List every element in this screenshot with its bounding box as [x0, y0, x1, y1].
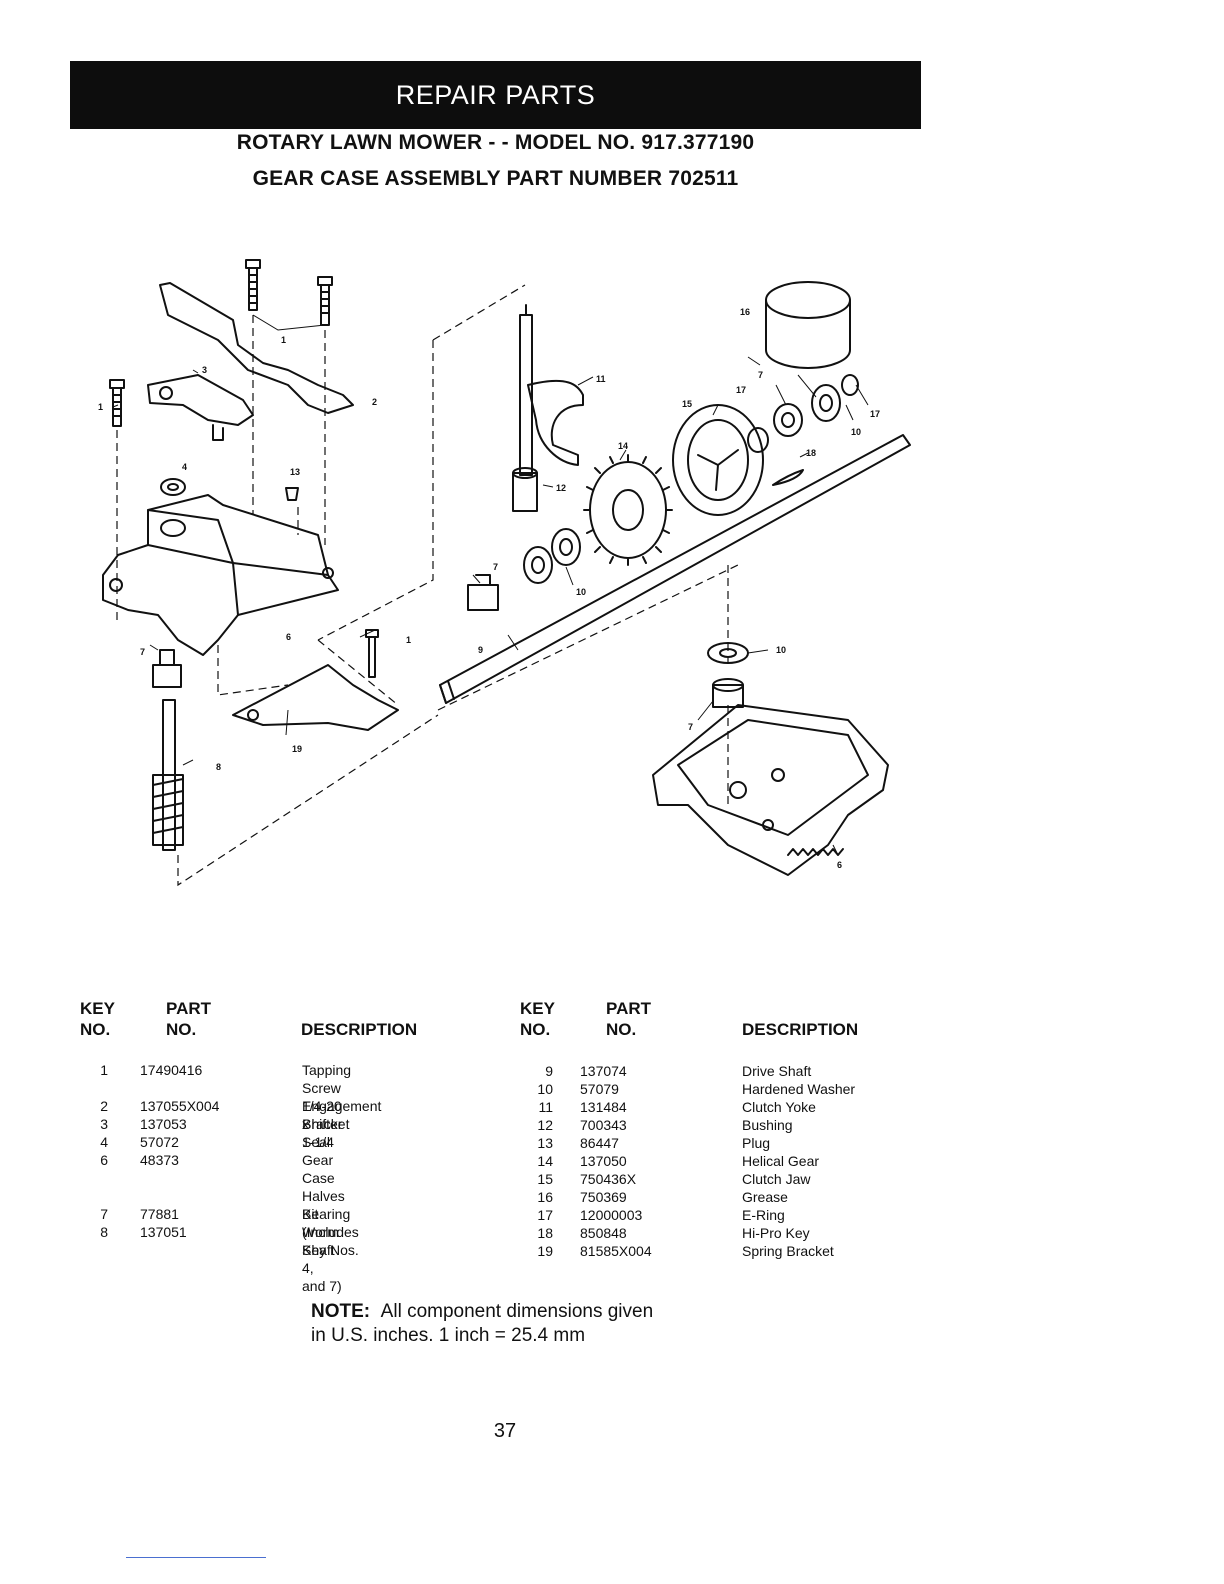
helical-gear — [583, 454, 673, 566]
bearing-left — [152, 649, 182, 688]
callout-6: 6 — [837, 860, 842, 870]
callout-19: 19 — [292, 744, 302, 754]
engagement-bracket — [159, 282, 354, 414]
part-no-header-left: PART NO. — [166, 999, 212, 1039]
callout-10: 10 — [576, 587, 586, 597]
spring-bracket — [232, 664, 399, 731]
callout-15: 15 — [682, 399, 692, 409]
tapping-screw-top-right — [317, 276, 333, 326]
part-no-header-right: PART NO. — [606, 999, 652, 1039]
callout-1: 1 — [406, 635, 411, 645]
callout-16: 16 — [740, 307, 750, 317]
footer-rule — [126, 1557, 266, 1558]
clutch-yoke — [519, 304, 533, 476]
bushing-part — [512, 472, 538, 512]
callout-18: 18 — [806, 448, 816, 458]
callout-10: 10 — [851, 427, 861, 437]
assembly-title: GEAR CASE ASSEMBLY PART NUMBER 702511 — [252, 167, 739, 190]
clutch-jaw — [672, 404, 764, 516]
callout-8: 8 — [216, 762, 221, 772]
callout-7: 7 — [758, 370, 763, 380]
callout-4: 4 — [182, 462, 187, 472]
callout-12: 12 — [556, 483, 566, 493]
key-no-header-right: KEY NO. — [520, 999, 555, 1039]
callout-17: 17 — [870, 409, 880, 419]
callout-7: 7 — [688, 722, 693, 732]
callout-1: 1 — [98, 402, 103, 412]
tapping-screw-top-left — [245, 259, 261, 311]
gear-case-lower — [652, 704, 889, 876]
callout-10: 10 — [776, 645, 786, 655]
callout-7: 7 — [140, 647, 145, 657]
description-header-right: DESCRIPTION — [742, 1020, 859, 1039]
callout-17: 17 — [736, 385, 746, 395]
callout-1: 1 — [281, 335, 286, 345]
grease-cup — [765, 281, 851, 369]
exploded-parts-diagram: 1 1 1 2 3 4 6 6 7 7 7 7 8 9 10 10 10 11 … — [88, 245, 918, 895]
callout-3: 3 — [202, 365, 207, 375]
page-number: 37 — [493, 1420, 517, 1442]
plug-part — [285, 487, 299, 501]
callout-13: 13 — [290, 467, 300, 477]
callout-9: 9 — [478, 645, 483, 655]
callout-14: 14 — [618, 441, 628, 451]
shifter — [147, 374, 254, 426]
tapping-screw-left — [109, 379, 125, 427]
description-header-left: DESCRIPTION — [301, 1020, 418, 1039]
callout-6: 6 — [286, 632, 291, 642]
repair-parts-banner: REPAIR PARTS — [70, 61, 921, 129]
callout-7: 7 — [493, 562, 498, 572]
gear-case-diagram-svg: 1 1 1 2 3 4 6 6 7 7 7 7 8 9 10 10 10 11 … — [98, 259, 911, 887]
gear-case-upper — [102, 494, 339, 656]
bearing-middle — [467, 574, 499, 611]
seal-part — [160, 478, 186, 496]
note-label: NOTE: — [311, 1301, 371, 1322]
worm-shaft — [162, 699, 176, 851]
dimension-note: NOTE: All component dimensions given in … — [311, 1301, 654, 1346]
hi-pro-key — [772, 469, 804, 486]
callout-11: 11 — [596, 374, 606, 384]
model-title: ROTARY LAWN MOWER - - MODEL NO. 917.3771… — [236, 131, 755, 154]
key-no-header-left: KEY NO. — [80, 999, 115, 1039]
callout-2: 2 — [372, 397, 377, 407]
